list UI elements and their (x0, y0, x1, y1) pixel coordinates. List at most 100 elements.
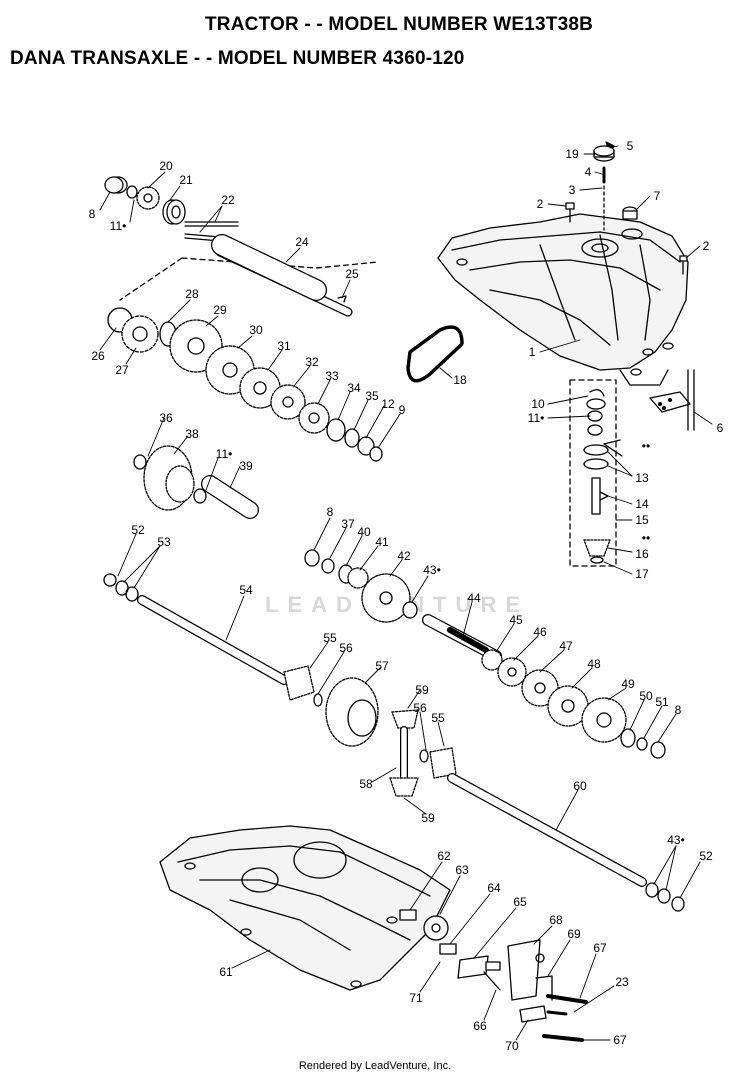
callout-40: 40 (357, 525, 371, 539)
callout-54: 54 (239, 583, 253, 597)
callout-12: 12 (381, 397, 395, 411)
callout-leader-lines (99, 145, 713, 1041)
callout-71: 71 (409, 991, 423, 1005)
brake-shaft-assembly (569, 379, 623, 567)
callout-24: 24 (295, 235, 309, 249)
title-tractor-model: TRACTOR - - MODEL NUMBER WE13T38B (205, 14, 594, 35)
callout-48: 48 (587, 657, 601, 671)
callout-23: 23 (615, 975, 629, 989)
callout-19: 19 (565, 147, 579, 161)
middle-drive-parts (304, 549, 418, 623)
callout-64: 64 (487, 881, 501, 895)
callout-42: 42 (397, 549, 411, 563)
callout-21: 21 (179, 173, 193, 187)
axle-shaft-54 (103, 573, 323, 707)
callout-8-mid: 8 (326, 505, 334, 519)
callout-33: 33 (325, 369, 339, 383)
callout-29: 29 (213, 303, 227, 317)
callout-59-top: 59 (415, 683, 429, 697)
callout-58: 58 (359, 777, 373, 791)
countershaft-44-gears (422, 614, 666, 759)
callout-37: 37 (341, 517, 355, 531)
differential-assembly (325, 677, 457, 797)
callout-18: 18 (453, 373, 467, 387)
callout-2-top: 2 (536, 197, 544, 211)
callout-68: 68 (549, 913, 563, 927)
callout-34: 34 (347, 381, 361, 395)
callout-9: 9 (398, 403, 406, 417)
callout-5: 5 (626, 139, 634, 153)
footer-credit: Rendered by LeadVenture, Inc. (298, 1060, 452, 1072)
callout-11-right: 11• (527, 411, 545, 425)
callout-70: 70 (505, 1039, 519, 1053)
callout-59-bottom: 59 (421, 811, 435, 825)
callout-67-bottom: 67 (613, 1033, 627, 1047)
callout-20: 20 (159, 159, 173, 173)
callout-35: 35 (365, 389, 379, 403)
callout-47: 47 (559, 639, 573, 653)
brake-parts-group (399, 909, 588, 1042)
callout-41: 41 (375, 535, 389, 549)
gear-stack-upper (107, 307, 383, 462)
callout-27: 27 (115, 363, 129, 377)
callout-32: 32 (305, 355, 319, 369)
top-small-parts (565, 141, 688, 275)
axle-shaft-60 (447, 773, 685, 912)
callout-17: 17 (635, 567, 649, 581)
bracket-part-6 (649, 369, 695, 431)
callout-61: 61 (219, 965, 233, 979)
callout-50: 50 (639, 689, 653, 703)
callout-63: 63 (455, 863, 469, 877)
shaft-24-assembly (119, 234, 379, 317)
upper-left-parts (104, 176, 239, 243)
callout-25: 25 (345, 267, 359, 281)
drive-chain (406, 325, 464, 383)
lower-transaxle-housing (159, 825, 451, 991)
callout-26: 26 (91, 349, 105, 363)
callout-30: 30 (249, 323, 263, 337)
title-transaxle-model: DANA TRANSAXLE - - MODEL NUMBER 4360-120 (10, 48, 465, 69)
callout-1: 1 (528, 345, 536, 359)
callout-67-top: 67 (593, 941, 607, 955)
callout-double-dot-1: •• (641, 439, 651, 453)
callout-2-right: 2 (702, 239, 710, 253)
callout-55-left: 55 (323, 631, 337, 645)
callout-39: 39 (239, 459, 253, 473)
callout-52-right: 52 (699, 849, 713, 863)
callout-51: 51 (655, 695, 669, 709)
callout-double-dot-2: •• (641, 531, 651, 545)
callout-38: 38 (185, 427, 199, 441)
callout-49: 49 (621, 677, 635, 691)
callout-22: 22 (221, 193, 235, 207)
callout-65: 65 (513, 895, 527, 909)
callout-52-left: 52 (131, 523, 145, 537)
callout-14: 14 (635, 497, 649, 511)
callout-4: 4 (584, 165, 592, 179)
callout-53: 53 (157, 535, 171, 549)
callout-56-left: 56 (339, 641, 353, 655)
callout-28: 28 (185, 287, 199, 301)
callout-44: 44 (467, 591, 481, 605)
callout-8-right: 8 (674, 703, 682, 717)
callout-43-right: 43• (667, 833, 685, 847)
callout-43-mid: 43• (423, 563, 441, 577)
callout-45: 45 (509, 613, 523, 627)
callout-6: 6 (716, 421, 724, 435)
upper-transaxle-housing (437, 213, 689, 386)
callout-8-top: 8 (88, 207, 96, 221)
callout-7: 7 (653, 189, 661, 203)
callout-66: 66 (473, 1019, 487, 1033)
callout-62: 62 (437, 849, 451, 863)
callout-69: 69 (567, 927, 581, 941)
callout-3: 3 (568, 183, 576, 197)
callout-15: 15 (635, 513, 649, 527)
callout-46: 46 (533, 625, 547, 639)
callout-60: 60 (573, 779, 587, 793)
callout-57: 57 (375, 659, 389, 673)
callout-31: 31 (277, 339, 291, 353)
callout-13: 13 (635, 471, 649, 485)
callout-10: 10 (531, 397, 545, 411)
callout-11-top: 11• (109, 219, 127, 233)
